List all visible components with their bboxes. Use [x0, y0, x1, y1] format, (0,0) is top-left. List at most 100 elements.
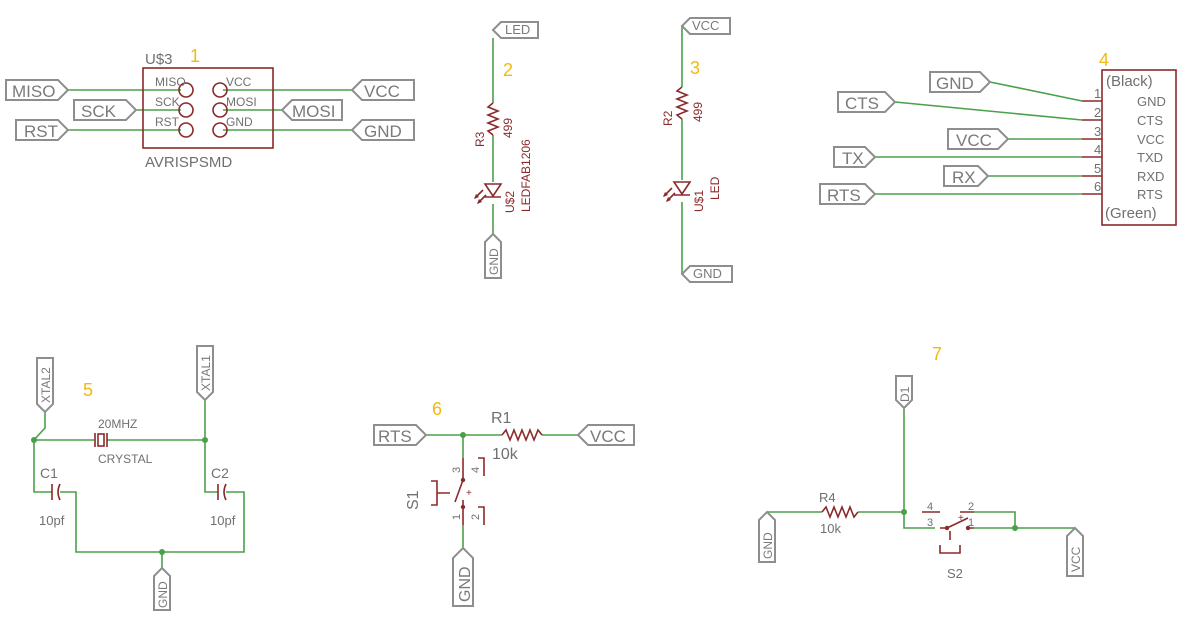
- ftdi-pin-name: TXD: [1137, 150, 1163, 165]
- capacitor-ref: C1: [40, 465, 58, 481]
- net-port: [280, 99, 343, 121]
- ftdi-header-block: (Black) (Green) 1 2 3 4 5 6 GND CTS VCC …: [819, 50, 1177, 226]
- switch-plus: +: [958, 513, 964, 524]
- switch-contact: [460, 477, 466, 483]
- net-port: [491, 21, 539, 39]
- wire: [32, 400, 245, 568]
- net-port-label: RTS: [378, 427, 412, 446]
- net-port-label: CTS: [845, 94, 879, 113]
- resistor-ref: R4: [819, 490, 836, 505]
- net-port-label: VCC: [956, 131, 992, 150]
- resistor-value: 10k: [492, 446, 519, 463]
- isp-header-body: [142, 67, 274, 149]
- switch-symbol: [922, 511, 974, 554]
- wire: [767, 408, 1075, 529]
- isp-pin-circle: [212, 102, 228, 118]
- resistor-value: 499: [501, 118, 515, 138]
- crystal-value: CRYSTAL: [98, 452, 153, 466]
- capacitor-symbol: [217, 483, 227, 501]
- resistor-ref: R1: [491, 410, 512, 427]
- net-port-label: GND: [487, 248, 501, 275]
- switch-pin-number: 3: [927, 517, 933, 529]
- ftdi-pin-number: 6: [1094, 179, 1101, 194]
- net-port-label: D1: [898, 386, 912, 402]
- switch-pin-number: 4: [470, 467, 482, 473]
- net-port: [576, 424, 635, 446]
- net-port-label: RST: [24, 122, 58, 141]
- switch-contact: [944, 525, 950, 531]
- net-port: [929, 71, 992, 93]
- net-port-label: XTAL1: [199, 355, 213, 391]
- resistor-symbol: [674, 86, 690, 120]
- wire: [875, 81, 1083, 195]
- net-port-label: GND: [364, 122, 402, 141]
- isp-pin-label: SCK: [155, 95, 180, 109]
- net-port: [833, 146, 877, 168]
- led-value: LED: [708, 176, 722, 200]
- isp-pin-circle: [212, 82, 228, 98]
- switch-pin-number: 1: [451, 514, 463, 520]
- net-port: [947, 128, 1010, 150]
- junction-dot: [901, 509, 907, 515]
- resistor-value: 499: [691, 102, 705, 122]
- led-ref: U$2: [503, 191, 517, 213]
- isp-pin-circle: [178, 122, 194, 138]
- ftdi-header-body: [1101, 69, 1177, 226]
- block-number: 5: [83, 380, 93, 400]
- net-port: [5, 79, 70, 101]
- block-number: 3: [690, 58, 700, 78]
- net-port-label: GND: [936, 74, 974, 93]
- isp-pin-label: MISO: [155, 75, 186, 89]
- net-port: [196, 345, 214, 402]
- net-port: [484, 232, 502, 279]
- net-port-label: RX: [952, 168, 976, 187]
- switch-ref: S1: [405, 490, 422, 510]
- crystal-body: [97, 433, 105, 447]
- ftdi-header-bottom-label: (Green): [1105, 205, 1157, 222]
- junction-dot: [31, 437, 37, 443]
- net-port: [36, 357, 54, 414]
- junction-dot: [202, 437, 208, 443]
- led-symbol: [672, 181, 692, 196]
- led-ref: U$1: [692, 190, 706, 212]
- net-port-label: VCC: [590, 427, 626, 446]
- ftdi-pin-lines: [1082, 100, 1102, 195]
- net-port: [680, 265, 733, 283]
- net-port: [350, 79, 415, 101]
- net-port-label: LED: [505, 22, 530, 37]
- led-plain-block: VCC R2 499 U$1 LED GND 3: [661, 17, 733, 283]
- net-port-label: VCC: [1069, 546, 1083, 572]
- net-port: [1066, 526, 1084, 577]
- net-port-label: XTAL2: [39, 367, 53, 403]
- switch-contact: [460, 504, 466, 510]
- junction-dot: [460, 432, 466, 438]
- net-port: [73, 99, 138, 121]
- isp-ref: U$3: [145, 51, 173, 68]
- isp-pin-label: MOSI: [226, 95, 257, 109]
- isp-pin-label: GND: [226, 115, 253, 129]
- wire: [68, 89, 352, 131]
- switch-pin-number: 1: [968, 517, 974, 529]
- ftdi-pin-name: VCC: [1137, 132, 1164, 147]
- net-port: [819, 183, 877, 205]
- switch-symbol: [431, 457, 485, 525]
- crystal-freq: 20MHZ: [98, 417, 137, 431]
- isp-pin-circle: [178, 102, 194, 118]
- led-arrowheads: [474, 194, 482, 204]
- isp-header-block: MISO SCK RST VCC MOSI GND U$3 AVRISPSMD …: [5, 46, 415, 171]
- switch-pin-number: 3: [451, 467, 463, 473]
- junction-dot: [1012, 525, 1018, 531]
- net-port: [837, 91, 897, 113]
- led-symbol: [483, 183, 503, 198]
- net-port: [350, 119, 415, 141]
- button-block: R4 10k + 4 2 3 1 S2 D1 GND VCC 7: [758, 344, 1084, 581]
- switch-pin-number: 2: [968, 501, 974, 513]
- block-number: 7: [932, 344, 942, 364]
- net-port: [15, 119, 70, 141]
- crystal-symbol: [94, 433, 108, 447]
- net-port-label: RTS: [827, 186, 861, 205]
- switch-ref: S2: [947, 566, 963, 581]
- ftdi-pin-number: 5: [1094, 161, 1101, 176]
- resistor-ref: R2: [661, 110, 675, 126]
